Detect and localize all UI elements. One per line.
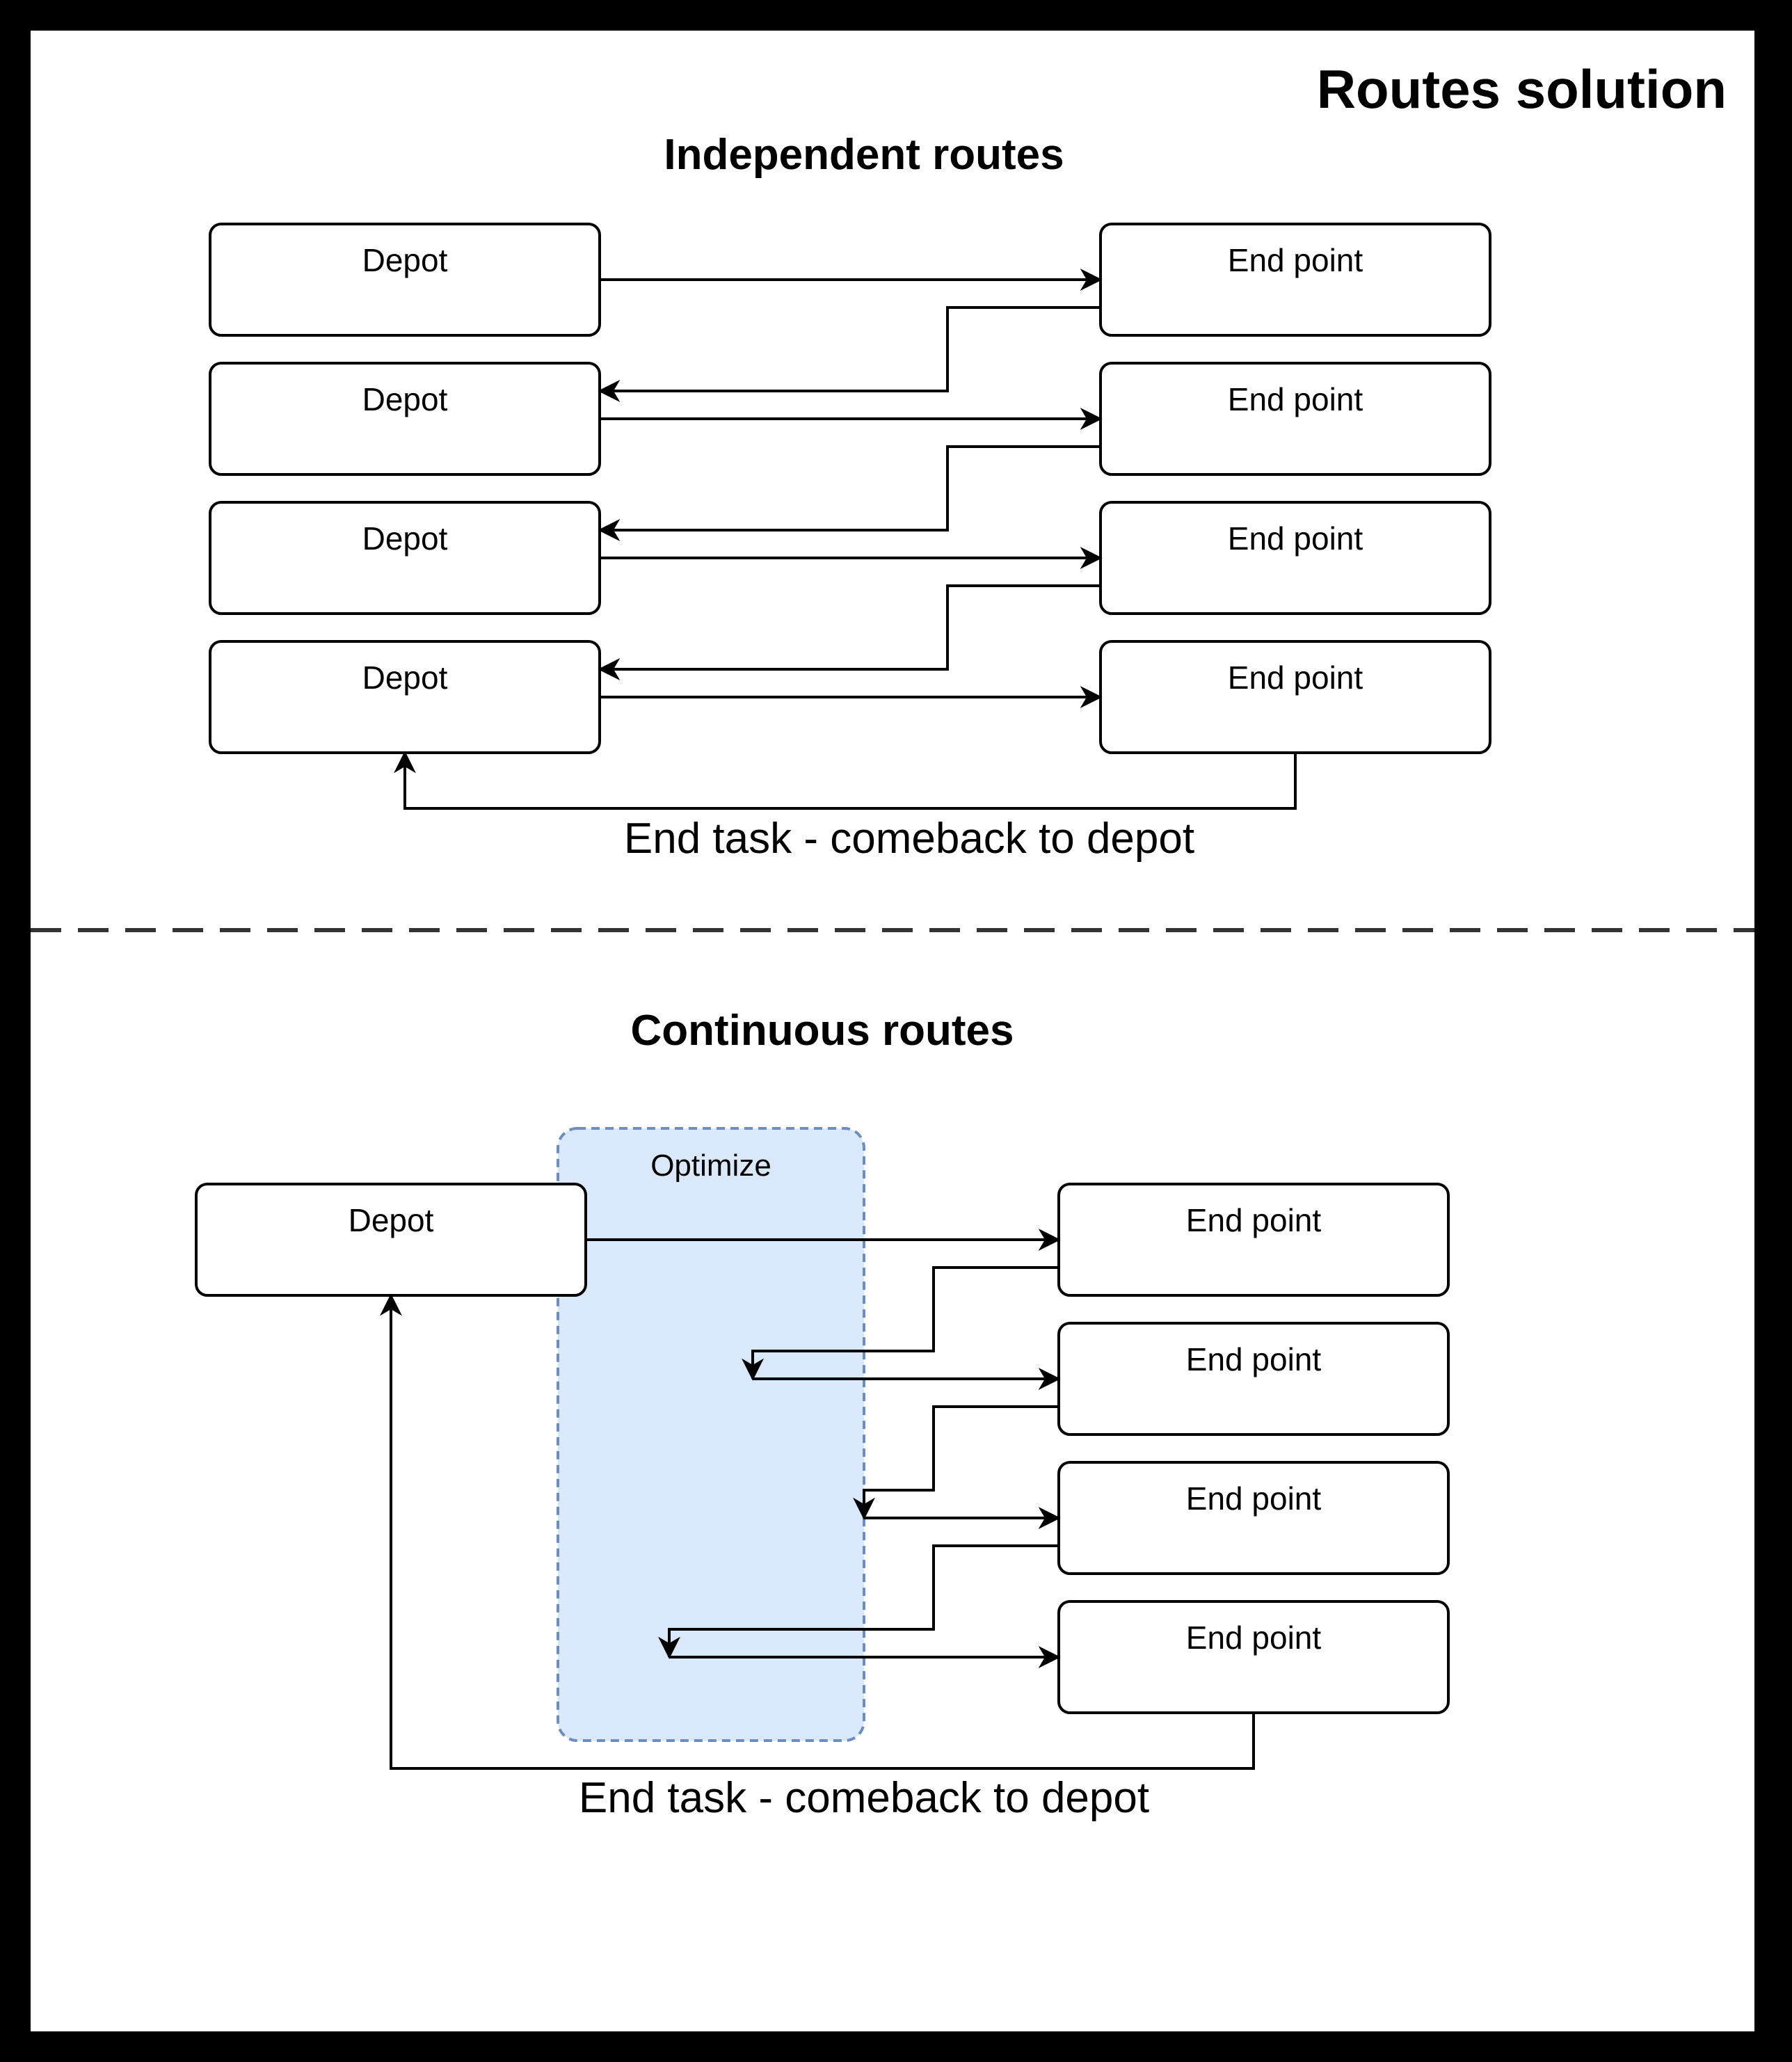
continuous-arrow-return-2	[853, 1405, 1059, 1520]
independent-depot-1: Depot	[209, 223, 601, 337]
depot-label: Depot	[349, 1202, 434, 1238]
end-point-label: End point	[1228, 381, 1363, 417]
independent-end-point-4: End point	[1099, 640, 1491, 754]
continuous-end-point-3: End point	[1057, 1461, 1450, 1575]
continuous-arrow-return-3	[658, 1544, 1059, 1659]
end-point-label: End point	[1186, 1480, 1322, 1517]
continuous-end-task-caption: End task - comeback to depot	[579, 1774, 1149, 1822]
continuous-end-point-2: End point	[1057, 1322, 1450, 1436]
independent-end-point-3: End point	[1099, 501, 1491, 615]
depot-label: Depot	[362, 381, 448, 417]
route-arrow-return-3	[598, 584, 1101, 680]
route-arrow-return-1	[598, 306, 1101, 402]
independent-routes-section: Independent routes Depot Depot Depot Dep…	[209, 131, 1491, 863]
continuous-routes-section: Continuous routes Optimize Depot End poi…	[195, 1007, 1450, 1822]
depot-label: Depot	[362, 242, 448, 278]
independent-depot-4: Depot	[209, 640, 601, 754]
end-point-label: End point	[1228, 242, 1363, 278]
continuous-end-point-4: End point	[1057, 1600, 1450, 1714]
diagram-title: Routes solution	[1317, 58, 1727, 120]
optimize-region: Optimize	[557, 1127, 865, 1742]
route-arrow-return-2	[598, 445, 1101, 541]
independent-end-point-1: End point	[1099, 223, 1491, 337]
end-task-caption: End task - comeback to depot	[624, 815, 1194, 863]
end-point-label: End point	[1186, 1620, 1322, 1656]
end-task-arrow	[394, 751, 1297, 810]
continuous-end-point-1: End point	[1057, 1183, 1450, 1297]
continuous-end-task-arrow	[380, 1293, 1255, 1770]
end-point-label: End point	[1228, 660, 1363, 696]
independent-depot-2: Depot	[209, 362, 601, 476]
independent-end-point-2: End point	[1099, 362, 1491, 476]
continuous-depot: Depot	[195, 1183, 587, 1297]
depot-label: Depot	[362, 660, 448, 696]
depot-label: Depot	[362, 520, 448, 557]
independent-routes-heading: Independent routes	[664, 131, 1064, 179]
continuous-arrow-return-1	[742, 1266, 1059, 1381]
end-point-label: End point	[1186, 1341, 1322, 1377]
optimize-label: Optimize	[650, 1149, 771, 1183]
independent-depot-3: Depot	[209, 501, 601, 615]
end-point-label: End point	[1186, 1202, 1322, 1238]
end-point-label: End point	[1228, 520, 1363, 557]
continuous-routes-heading: Continuous routes	[630, 1007, 1014, 1055]
